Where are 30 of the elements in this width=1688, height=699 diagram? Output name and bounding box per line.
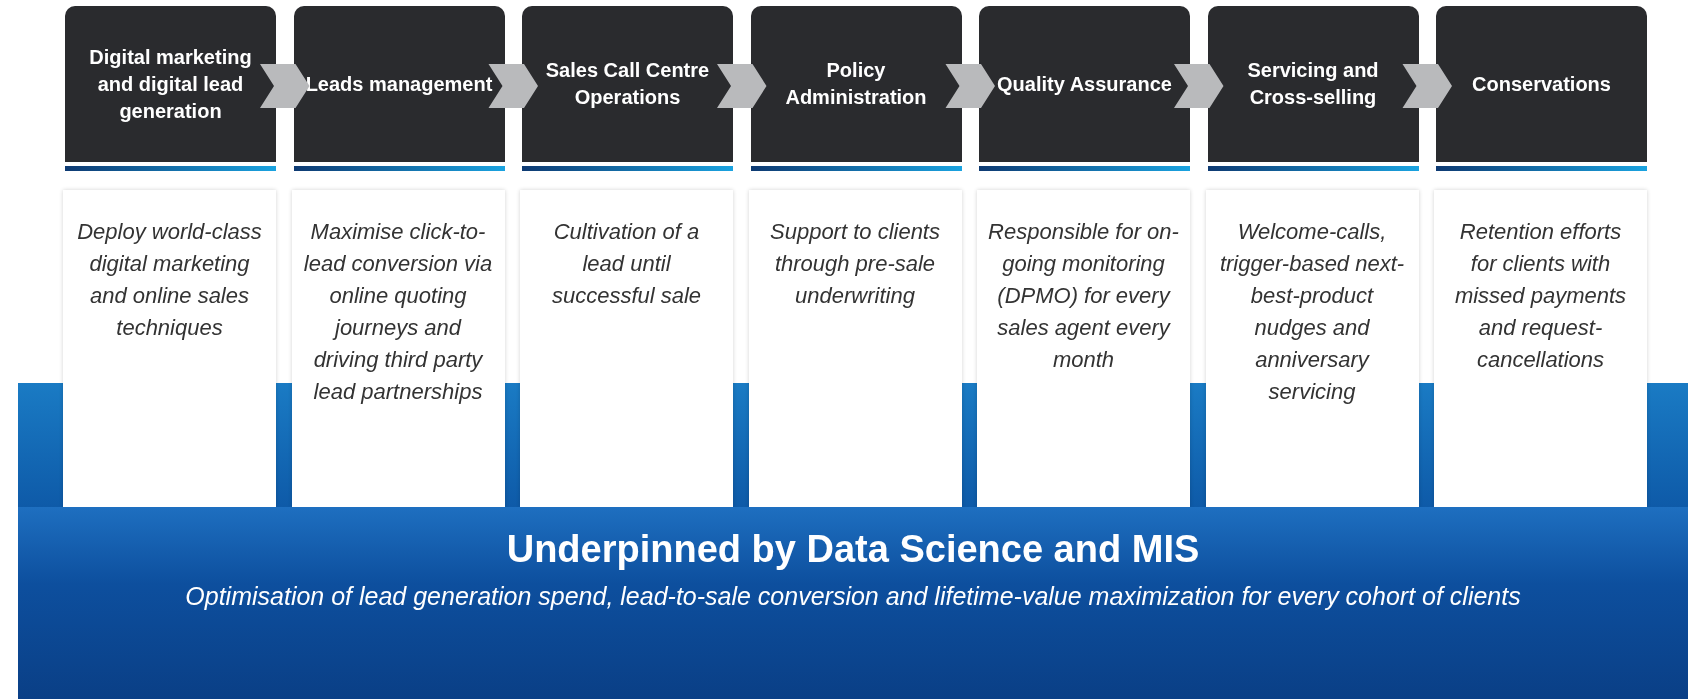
stage-header: Leads management	[293, 6, 505, 162]
stage-header: Digital marketing and digital lead generation	[65, 6, 276, 162]
node-label: Cultivation of a lead until successful sale	[551, 219, 702, 308]
description-card: Support to clients through pre-sale underwriting	[748, 190, 962, 508]
chevron-arrow	[260, 64, 310, 108]
stage-header: Conservations	[1436, 6, 1647, 162]
chevron-arrow	[945, 64, 995, 108]
description-card: Maximise click-to-lead conversion via online quoting journeys and driving third party lead partnerships	[291, 190, 505, 508]
description-card: Deploy world-class digital marketing and online sales techniques	[63, 190, 276, 508]
description-card: Responsible for on-going monitoring (DPMO) for every sales agent every month	[977, 190, 1190, 508]
node-label: Deploy world-class digital marketing and online sales techniques	[77, 219, 262, 340]
description-card: Welcome-calls, trigger-based next-best-product nudges and anniversary servicing	[1205, 190, 1419, 508]
node-label: Retention efforts for clients with missed payments and request-cancellations	[1454, 219, 1627, 372]
stage-header: Servicing and Cross-selling	[1207, 6, 1419, 162]
foundation-band	[18, 507, 1688, 699]
chevron-arrow	[1402, 64, 1452, 108]
stage-header: Policy Administration	[750, 6, 962, 162]
chevron-arrow	[488, 64, 538, 108]
node-label: Responsible for on-going monitoring (DPMO) for every sales agent every month	[988, 219, 1179, 372]
stage-header: Quality Assurance	[979, 6, 1190, 162]
node-label: Maximise click-to-lead conversion via online quoting journeys and driving third party lead partnerships	[303, 219, 493, 404]
description-card: Cultivation of a lead until successful sale	[520, 190, 733, 508]
chevron-arrow	[1174, 64, 1224, 108]
band-subtitle: Optimisation of lead generation spend, lead-to-sale conversion and lifetime-value maximization for every cohort of clients	[185, 581, 1521, 612]
node-label: Welcome-calls, trigger-based next-best-product nudges and anniversary servicing	[1219, 219, 1405, 404]
description-card: Retention efforts for clients with missed payments and request-cancellations	[1434, 190, 1647, 508]
node-label: Support to clients through pre-sale underwriting	[770, 219, 940, 308]
stage-header: Sales Call Centre Operations	[522, 6, 733, 162]
band-title: Underpinned by Data Science and MIS	[506, 527, 1200, 572]
chevron-arrow	[717, 64, 767, 108]
